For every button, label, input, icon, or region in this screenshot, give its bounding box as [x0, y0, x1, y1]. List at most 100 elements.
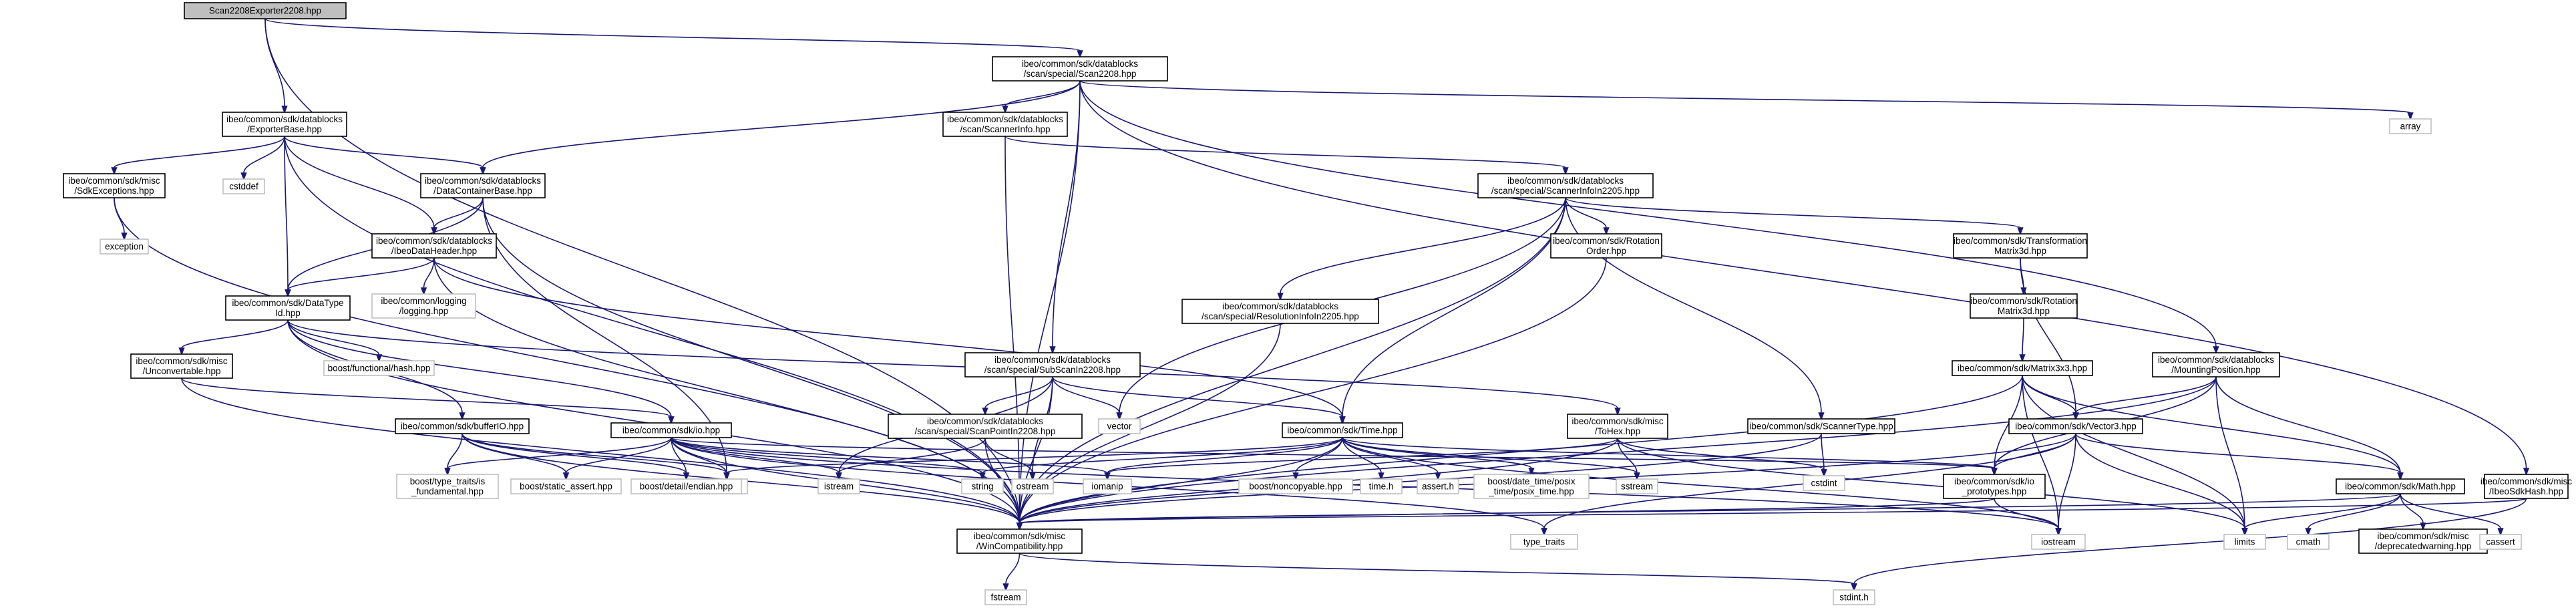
node-io[interactable]: ibeo/common/sdk/io.hpp	[610, 422, 732, 438]
edge-line	[1019, 553, 1855, 585]
node-root[interactable]: Scan2208Exporter2208.hpp	[184, 2, 347, 19]
edge-arrowhead	[2241, 528, 2248, 537]
node-label: ibeo/common/sdk/misc	[136, 356, 228, 366]
edge-line	[284, 136, 435, 228]
node-matrix3x3[interactable]: ibeo/common/sdk/Matrix3x3.hpp	[1952, 360, 2093, 376]
include-edge-exporterbase-to-datacontainerbase	[284, 136, 486, 176]
node-bufferio[interactable]: ibeo/common/sdk/bufferIO.hpp	[395, 418, 530, 434]
node-vector3[interactable]: ibeo/common/sdk/Vector3.hpp	[2008, 418, 2143, 434]
node-exporterbase[interactable]: ibeo/common/sdk/datablocks/ExporterBase.…	[222, 112, 347, 137]
node-box	[630, 478, 742, 494]
node-scan2208[interactable]: ibeo/common/sdk/datablocks/scan/special/…	[992, 56, 1168, 82]
node-unconvertable[interactable]: ibeo/common/sdk/misc/Unconvertable.hpp	[130, 353, 233, 379]
edge-line	[181, 377, 1021, 524]
node-scannerinfo[interactable]: ibeo/common/sdk/datablocks/scan/ScannerI…	[942, 112, 1068, 137]
node-box	[2484, 474, 2569, 499]
edge-line	[2075, 433, 2245, 529]
include-edge-time-to-timeh	[1342, 437, 1385, 481]
node-box	[1360, 478, 1403, 494]
node-label: limits	[2235, 537, 2255, 547]
node-label: ibeo/common/sdk/datablocks	[994, 355, 1111, 365]
node-subscanin2208[interactable]: ibeo/common/sdk/datablocks/scan/special/…	[964, 352, 1141, 377]
node-label: /deprecatedwarning.hpp	[2375, 541, 2472, 551]
edge-line	[1019, 257, 1607, 524]
node-scanpointin2208[interactable]: ibeo/common/sdk/datablocks/scan/special/…	[888, 414, 1083, 439]
include-edge-scannerinfo-to-scannerinfoin2205	[1004, 136, 1569, 176]
include-edge-wincompat-to-stdinth	[1019, 553, 1857, 592]
node-box	[510, 478, 622, 494]
node-box	[992, 56, 1168, 82]
node-cmath: cmath	[2287, 534, 2330, 550]
node-ibeosdkhash[interactable]: ibeo/common/sdk/misc/IbeoSdkHash.hpp	[2480, 474, 2573, 499]
node-box	[395, 418, 530, 434]
node-ibeodataheader[interactable]: ibeo/common/sdk/datablocks/IbeoDataHeade…	[371, 233, 497, 259]
edge-arrowhead	[2397, 472, 2404, 481]
node-label: fstream	[990, 593, 1021, 603]
node-label: /IbeoSdkHash.hpp	[2489, 486, 2563, 496]
node-label: ibeo/common/sdk/Rotation	[1553, 236, 1660, 246]
edge-arrowhead	[2055, 528, 2062, 537]
edge-line	[1019, 498, 2527, 524]
node-box	[2336, 478, 2465, 494]
node-label: istream	[824, 482, 854, 492]
node-tohex[interactable]: ibeo/common/sdk/misc/ToHex.hpp	[1567, 414, 1668, 439]
node-box	[371, 233, 497, 259]
node-box	[1181, 299, 1379, 324]
node-label: ibeo/common/sdk/io.hpp	[622, 426, 720, 436]
include-edge-scan2208-to-scannerinfo	[1002, 80, 1081, 114]
node-resolutioninfo[interactable]: ibeo/common/sdk/datablocks/scan/special/…	[1181, 299, 1379, 324]
node-string: string	[961, 478, 1004, 494]
edge-line	[2400, 493, 2501, 529]
edge-line	[181, 319, 289, 349]
edge-arrowhead	[1002, 583, 1009, 592]
edge-line	[287, 257, 435, 291]
node-label: /IbeoDataHeader.hpp	[391, 246, 477, 256]
node-box	[817, 478, 860, 494]
edge-line	[264, 18, 1081, 51]
node-scannertype[interactable]: ibeo/common/sdk/ScannerType.hpp	[1747, 418, 1895, 434]
node-wincompat[interactable]: ibeo/common/sdk/misc/WinCompatibility.hp…	[956, 528, 1083, 554]
node-box	[1417, 478, 1459, 494]
node-label: /logging.hpp	[399, 306, 449, 316]
edge-line	[462, 433, 687, 474]
node-scannerinfoin2205[interactable]: ibeo/common/sdk/datablocks/scan/special/…	[1477, 173, 1654, 198]
node-label: /SdkExceptions.hpp	[74, 186, 154, 196]
edge-line	[1019, 376, 1053, 524]
node-label: ibeo/common/sdk/Transformation	[1954, 236, 2087, 246]
node-sdkexceptions[interactable]: ibeo/common/sdk/misc/SdkExceptions.hpp	[63, 173, 166, 198]
node-label: type_traits	[1523, 537, 1566, 547]
node-box	[1282, 422, 1403, 438]
node-label: cstdint	[1811, 478, 1837, 488]
node-fstream: fstream	[984, 589, 1027, 605]
node-label: vector	[1107, 422, 1132, 432]
node-label: iomanip	[1091, 482, 1123, 492]
node-timeh: time.h	[1360, 478, 1403, 494]
edge-line	[1994, 498, 2059, 529]
node-ioprototypes[interactable]: ibeo/common/sdk/io_prototypes.hpp	[1943, 474, 2046, 499]
node-box	[942, 112, 1068, 137]
node-box	[1011, 478, 1054, 494]
node-limits: limits	[2223, 534, 2266, 550]
node-time[interactable]: ibeo/common/sdk/Time.hpp	[1282, 422, 1403, 438]
edge-line	[2075, 433, 2401, 474]
node-datacontainerbase[interactable]: ibeo/common/sdk/datablocks/DataContainer…	[420, 173, 546, 198]
node-transformationmatrix3d[interactable]: ibeo/common/sdk/TransformationMatrix3d.h…	[1953, 233, 2088, 259]
node-label: ibeo/common/sdk/datablocks	[226, 114, 343, 124]
include-edge-time-to-stringh	[723, 437, 1343, 481]
node-math[interactable]: ibeo/common/sdk/Math.hpp	[2336, 478, 2465, 494]
node-deprecatedwarning[interactable]: ibeo/common/sdk/misc/deprecatedwarning.h…	[2358, 528, 2488, 554]
include-edge-ioprototypes-to-wincompat	[1016, 498, 1995, 531]
edge-arrowhead	[178, 347, 185, 356]
node-label: /scan/special/ResolutionInfoIn2205.hpp	[1202, 311, 1359, 321]
node-mountingposition[interactable]: ibeo/common/sdk/datablocks/MountingPosit…	[2152, 352, 2280, 377]
node-label: _fundamental.hpp	[411, 486, 484, 496]
node-label: cmath	[2296, 537, 2321, 547]
include-edge-ibeosdkhash-to-wincompat	[1016, 498, 2527, 531]
node-box	[2152, 352, 2280, 377]
edge-line	[984, 376, 1053, 409]
edge-arrowhead	[285, 289, 291, 298]
node-label: boost/type_traits/is	[410, 476, 486, 486]
